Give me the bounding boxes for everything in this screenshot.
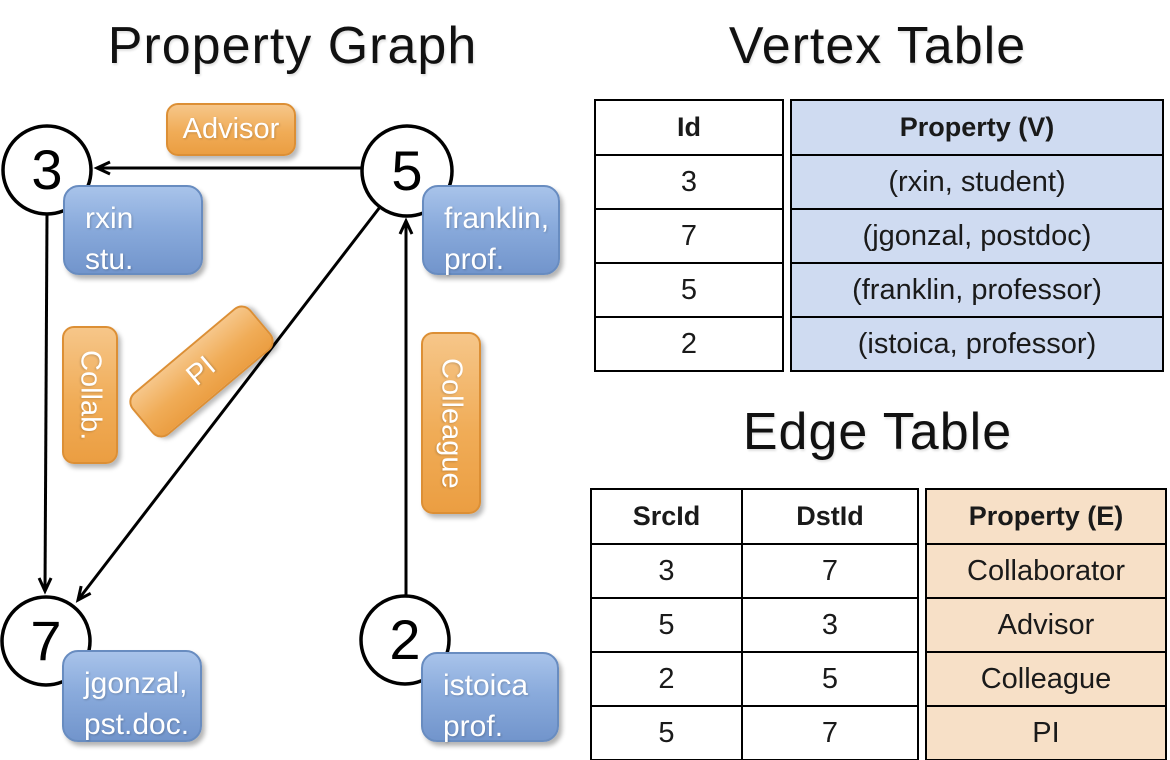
vertex-table-header-id: Id	[594, 99, 784, 156]
edge-src-cell: 3	[590, 543, 743, 599]
edge-table-title: Edge Table	[742, 403, 1013, 461]
edge-src-cell: 5	[590, 705, 743, 760]
edge-src-cell: 5	[590, 597, 743, 653]
vertex-id-cell: 3	[594, 154, 784, 210]
edge-dst-cell: 7	[741, 543, 919, 599]
vertex-property-box-7: jgonzal, pst.doc.	[62, 650, 202, 742]
vertex-property-box-2: istoica prof.	[421, 652, 559, 743]
edge-src-cell: 2	[590, 651, 743, 707]
edge-label-colleague: Colleague	[421, 332, 481, 514]
edge-table: SrcId DstId 3 7 5 3 2 5 5 7 Property (E)…	[590, 488, 1167, 760]
edge-pi-5-to-7	[75, 206, 382, 603]
vertex-id-2: 2	[389, 608, 421, 671]
vertex-table: Id 3 7 5 2 Property (V) (rxin, student) …	[594, 99, 1164, 372]
edge-dst-cell: 7	[741, 705, 919, 760]
edge-property-cell: Collaborator	[925, 543, 1167, 599]
table-row: 3 7	[590, 543, 919, 599]
vertex-property-line: prof.	[444, 242, 505, 276]
table-row: (jgonzal, postdoc)	[790, 208, 1164, 264]
table-row: (istoica, professor)	[790, 316, 1164, 372]
vertex-property-cell: (jgonzal, postdoc)	[790, 208, 1164, 264]
table-row: 5 3	[590, 597, 919, 653]
table-row: Collaborator	[925, 543, 1167, 599]
vertex-table-id-column: Id 3 7 5 2	[594, 99, 784, 372]
edge-table-header-property: Property (E)	[925, 488, 1167, 545]
vertex-property-cell: (rxin, student)	[790, 154, 1164, 210]
vertex-property-line: istoica	[443, 669, 529, 702]
edge-label-advisor: Advisor	[166, 103, 296, 156]
edge-collaborator-3-to-7	[37, 213, 53, 595]
edge-property-cell: Advisor	[925, 597, 1167, 653]
vertex-property-cell: (istoica, professor)	[790, 316, 1164, 372]
vertex-id-cell: 7	[594, 208, 784, 264]
vertex-property-box-3: rxin stu.	[63, 185, 203, 276]
table-row: 2 5	[590, 651, 919, 707]
edge-table-header-dst: DstId	[741, 488, 919, 545]
vertex-id-7: 7	[30, 609, 62, 672]
vertex-property-line: pst.doc.	[84, 707, 190, 741]
vertex-table-header-property: Property (V)	[790, 99, 1164, 156]
vertex-id-cell: 2	[594, 316, 784, 372]
table-row: 2	[594, 316, 784, 372]
table-row: 5 7	[590, 705, 919, 760]
edge-property-cell: Colleague	[925, 651, 1167, 707]
edge-dst-cell: 3	[741, 597, 919, 653]
property-graph-title: Property Graph	[107, 17, 478, 75]
edge-dst-cell: 5	[741, 651, 919, 707]
vertex-property-line: rxin	[85, 202, 134, 235]
table-row: Colleague	[925, 651, 1167, 707]
vertex-table-title: Vertex Table	[728, 17, 1027, 75]
table-row: 3	[594, 154, 784, 210]
edge-table-id-columns: SrcId DstId 3 7 5 3 2 5 5 7	[590, 488, 919, 760]
vertex-property-line: stu.	[85, 242, 134, 276]
table-row: PI	[925, 705, 1167, 760]
table-row: (rxin, student)	[790, 154, 1164, 210]
vertex-property-cell: (franklin, professor)	[790, 262, 1164, 318]
edge-table-property-column: Property (E) Collaborator Advisor Collea…	[925, 488, 1167, 760]
vertex-property-line: prof.	[443, 709, 504, 743]
table-row: 5	[594, 262, 784, 318]
edge-label-collab: Collab.	[62, 326, 118, 464]
table-row: (franklin, professor)	[790, 262, 1164, 318]
edge-table-header-src: SrcId	[590, 488, 743, 545]
table-row: 7	[594, 208, 784, 264]
vertex-property-line: jgonzal,	[84, 667, 188, 700]
vertex-id-3: 3	[31, 138, 63, 201]
edge-property-cell: PI	[925, 705, 1167, 760]
vertex-property-box-5: franklin, prof.	[422, 185, 560, 276]
vertex-id-cell: 5	[594, 262, 784, 318]
vertex-table-property-column: Property (V) (rxin, student) (jgonzal, p…	[790, 99, 1164, 372]
vertex-property-line: franklin,	[444, 202, 550, 235]
table-row: Advisor	[925, 597, 1167, 653]
vertex-id-5: 5	[391, 139, 423, 202]
